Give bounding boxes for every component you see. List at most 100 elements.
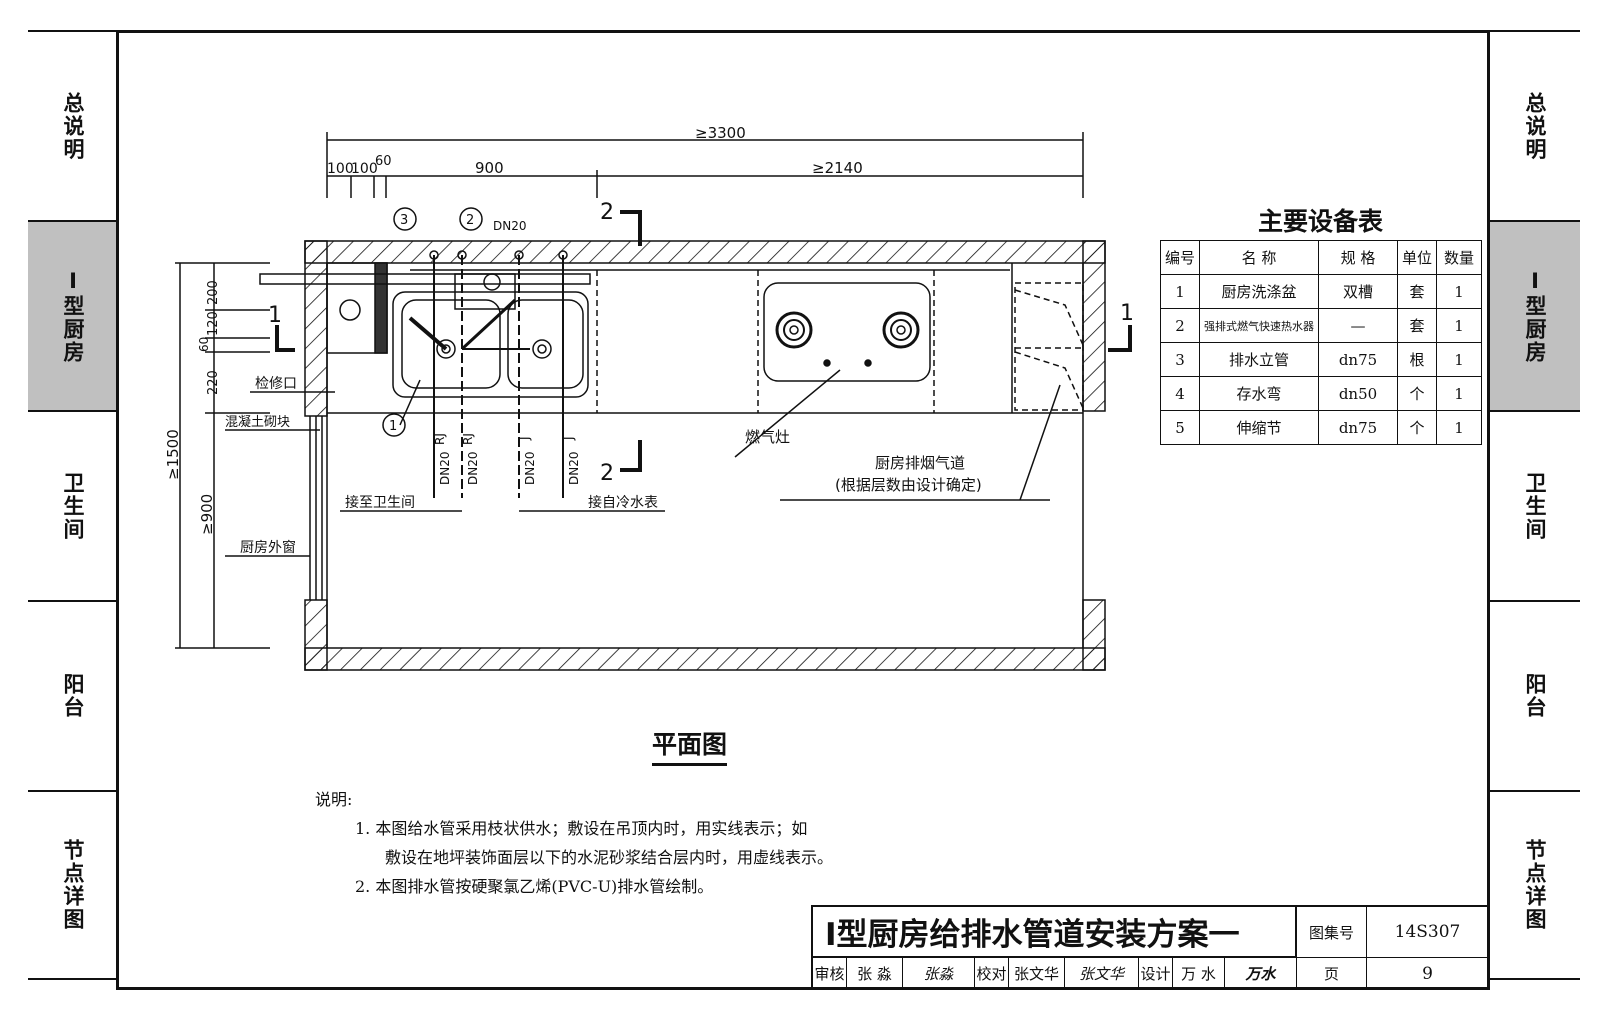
label-access-port: 检修口 (255, 376, 297, 392)
notes: 说明: 1. 本图给水管采用枝状供水；敷设在吊顶内时，用实线表示；如 敷设在地坪… (315, 785, 833, 901)
pipe-label-rj-2: RJ (461, 433, 475, 445)
cell: 4 (1160, 376, 1200, 411)
cell: 根 (1397, 342, 1437, 377)
label-to-bathroom: 接至卫生间 (345, 494, 415, 511)
design-label: 设计 (1139, 958, 1173, 990)
plan-title: 平面图 (652, 725, 728, 766)
tab-label: 节点详图 (1523, 839, 1547, 931)
col-name: 名 称 (1199, 240, 1319, 275)
note-1-line-2: 敷设在地坪装饰面层以下的水泥砂浆结合层内时，用虚线表示。 (385, 848, 834, 867)
cell: 套 (1397, 274, 1437, 309)
cell: 1 (1436, 342, 1482, 377)
pipe-label-dn20-2: DN20 (466, 452, 480, 486)
page-number: 9 (1367, 958, 1489, 990)
title-block: I型厨房给排水管道安装方案一 图集号 14S307 审核 张 淼 张淼 校对 张… (811, 905, 1489, 990)
cell: 存水弯 (1199, 376, 1319, 411)
note-1-line-1: 1. 本图给水管采用枝状供水；敷设在吊顶内时，用实线表示；如 (355, 819, 808, 838)
cell: 厨房洗涤盆 (1199, 274, 1319, 309)
cell: dn75 (1318, 410, 1398, 445)
section-mark-1-right: 1 (1120, 301, 1134, 326)
equipment-table-title: 主要设备表 (1258, 207, 1384, 236)
atlas-label: 图集号 (1297, 907, 1367, 958)
cell: dn75 (1318, 342, 1398, 377)
tab-label: I型厨房 (1523, 268, 1547, 364)
dim-v-1500: ≥1500 (164, 429, 182, 480)
section-mark-2-bottom: 2 (600, 461, 614, 486)
tab-label: 阳台 (1523, 673, 1547, 719)
designer-name: 万 水 (1173, 958, 1225, 990)
cell: 套 (1397, 308, 1437, 343)
pipe-label-j-1: J (518, 436, 532, 441)
label-flue-1: 厨房排烟气道 (875, 454, 965, 472)
tab-balcony[interactable]: 阳台 (28, 600, 118, 790)
tab-general-notes[interactable]: 总说明 (1490, 30, 1580, 220)
note-2: 2. 本图排水管按硬聚氯乙烯(PVC-U)排水管绘制。 (355, 877, 714, 896)
label-kitchen-window: 厨房外窗 (240, 539, 296, 556)
table-header-row: 编号 名 称 规 格 单位 数量 (1160, 240, 1482, 275)
wall-bottom (304, 647, 1106, 671)
col-spec: 规 格 (1318, 240, 1398, 275)
wall-right-upper (1082, 240, 1106, 412)
pipe-label-dn20-top: DN20 (493, 219, 527, 233)
col-qty: 数量 (1436, 240, 1482, 275)
checker-signature: 张文华 (1065, 958, 1139, 990)
col-unit: 单位 (1397, 240, 1437, 275)
cell: 5 (1160, 410, 1200, 445)
cell: 1 (1436, 308, 1482, 343)
wall-left-lower (304, 599, 328, 671)
dim-60: 60 (375, 154, 392, 169)
tab-bathroom[interactable]: 卫生间 (28, 410, 118, 600)
cell: 1 (1436, 376, 1482, 411)
pipe-label-rj-1: RJ (433, 433, 447, 445)
wall-left-upper (304, 240, 328, 417)
designer-signature: 万水 (1225, 958, 1297, 990)
reviewer-name: 张 淼 (847, 958, 903, 990)
cell: 强排式燃气快速热水器 (1199, 308, 1319, 343)
col-no: 编号 (1160, 240, 1200, 275)
cell: dn50 (1318, 376, 1398, 411)
cell: 伸缩节 (1199, 410, 1319, 445)
reviewer-signature: 张淼 (903, 958, 975, 990)
cell: 2 (1160, 308, 1200, 343)
cell: 双槽 (1318, 274, 1398, 309)
page-label: 页 (1297, 958, 1367, 990)
tab-label: 卫生间 (1523, 471, 1547, 541)
tab-balcony[interactable]: 阳台 (1490, 600, 1580, 790)
label-flue-2: (根据层数由设计确定) (835, 476, 982, 494)
callout-2: 2 (466, 213, 474, 228)
cell: 个 (1397, 376, 1437, 411)
section-mark-1-left: 1 (268, 303, 282, 328)
pipe-label-dn20-1: DN20 (438, 452, 452, 486)
tab-node-details[interactable]: 节点详图 (1490, 790, 1580, 980)
tab-bathroom[interactable]: 卫生间 (1490, 410, 1580, 600)
double-sink (392, 291, 589, 398)
tab-type-i-kitchen[interactable]: I型厨房 (28, 220, 118, 410)
drawing-frame (116, 30, 1490, 990)
tab-type-i-kitchen[interactable]: I型厨房 (1490, 220, 1580, 410)
dim-v-200: 200 (206, 280, 221, 305)
cell: 排水立管 (1199, 342, 1319, 377)
label-concrete-block: 混凝土砌块 (225, 414, 290, 430)
tab-node-details[interactable]: 节点详图 (28, 790, 118, 980)
dim-v-220: 220 (206, 370, 221, 395)
cell: — (1318, 308, 1398, 343)
dim-total-width: ≥3300 (695, 124, 746, 142)
pipe-label-j-2: J (562, 436, 576, 441)
tab-general-notes[interactable]: 总说明 (28, 30, 118, 220)
cell: 3 (1160, 342, 1200, 377)
callout-3: 3 (400, 213, 408, 228)
dim-2140: ≥2140 (812, 159, 863, 177)
tab-label: 总说明 (61, 91, 85, 161)
wall-top (304, 240, 1106, 264)
section-mark-2-top: 2 (600, 200, 614, 225)
tab-label: 阳台 (61, 673, 85, 719)
check-label: 校对 (975, 958, 1009, 990)
pipe-label-dn20-3: DN20 (523, 452, 537, 486)
dim-100a: 100 (327, 161, 354, 177)
